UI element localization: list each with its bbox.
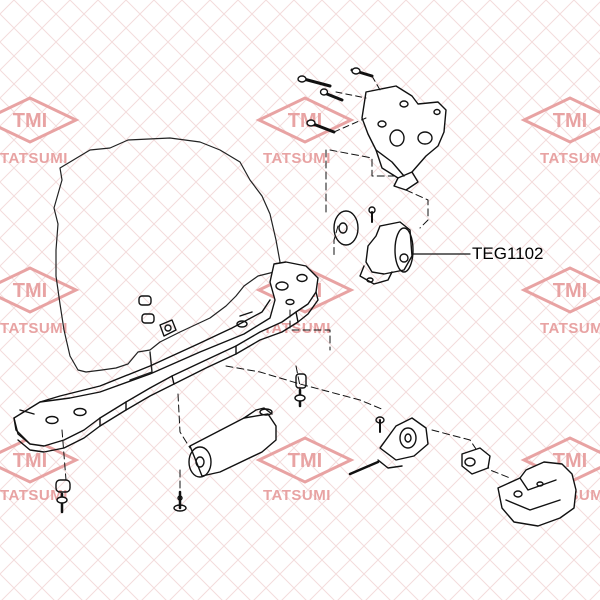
svg-text:TMI: TMI [553,110,587,132]
transmission-mount [348,416,429,476]
tatsumi-watermark: TATSUMI [0,487,68,504]
tmi-logo: TMI [0,96,80,144]
tmi-logo: TMI [520,96,600,144]
cylinder-mount [188,407,277,478]
svg-text:TMI: TMI [288,450,322,472]
svg-text:TMI: TMI [553,280,587,302]
engine-block-outline [53,137,281,373]
tatsumi-watermark: TATSUMI [0,150,68,167]
lower-right-bracket [497,461,577,527]
tmi-logo: TMI [255,96,355,144]
bolts-upper [297,67,374,134]
lower-center-bolt [173,490,187,512]
center-bolt [294,373,307,408]
tatsumi-watermark: TATSUMI [540,150,600,167]
tatsumi-watermark: TATSUMI [540,320,600,337]
svg-text:TMI: TMI [13,110,47,132]
tatsumi-watermark: TATSUMI [263,487,331,504]
bushings-left [138,295,177,337]
tmi-logo: TMI [0,266,80,314]
part-number-label: TEG1102 [472,244,544,263]
svg-text:TMI: TMI [288,110,322,132]
svg-text:TMI: TMI [13,280,47,302]
lower-left-bolt [55,479,71,514]
tmi-logo: TMI [0,436,80,484]
tatsumi-watermark: TATSUMI [0,320,68,337]
tatsumi-watermark: TATSUMI [263,150,331,167]
crossmember [13,261,319,453]
svg-text:TMI: TMI [13,450,47,472]
rubber-insulator [461,447,491,475]
tmi-logo: TMI [520,266,600,314]
upper-bracket [361,85,447,191]
tmi-logo: TMI [255,436,355,484]
engine-mount-teg1102 [333,206,414,285]
